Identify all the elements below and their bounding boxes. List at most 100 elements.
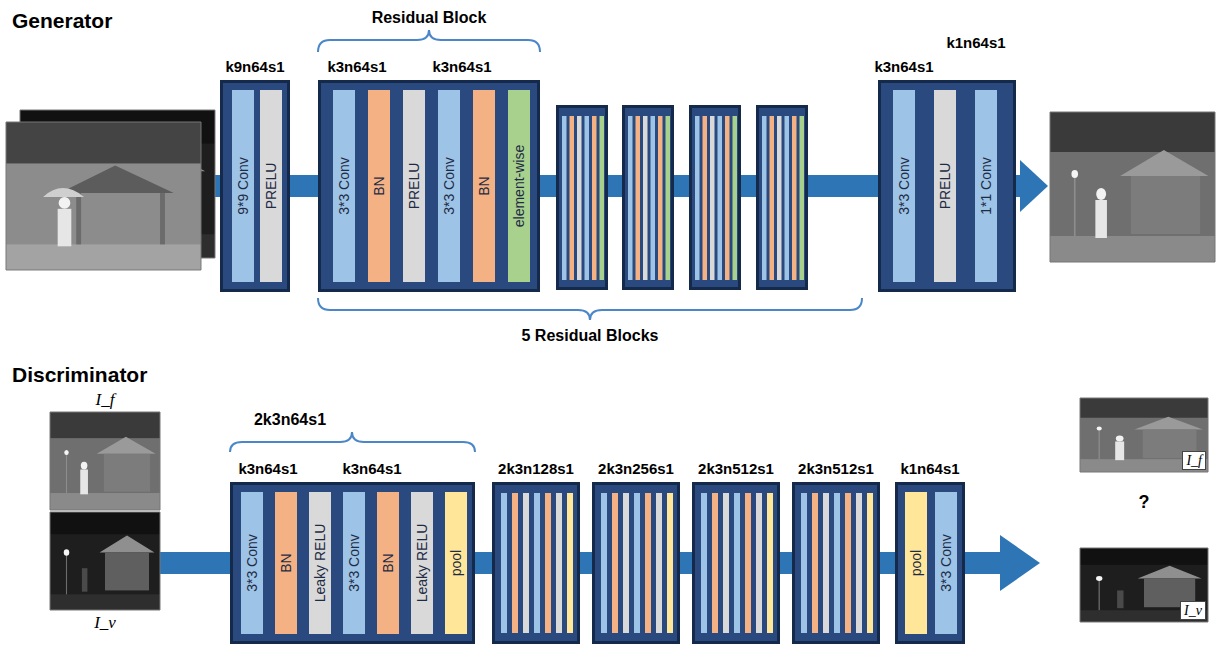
layer-stripe [777,116,782,280]
block-outline [624,107,673,289]
block-outline [758,107,807,289]
image-detail [1117,590,1123,608]
layer-name: 3*3 Conv [441,157,457,215]
layer-stripe [601,493,607,633]
layer-stripe [523,493,529,633]
block-parameter: 2k3n512s1 [698,460,774,478]
data-flow-pipe [475,552,492,574]
layer-stripe [800,116,805,280]
image-detail [97,437,156,454]
data-flow-pipe [580,552,592,574]
image-detail [1099,430,1100,460]
image-detail [1050,112,1215,152]
layer-name: PRELU [406,163,422,210]
layer-stripe [512,493,518,633]
layer-bar: 3*3 Conv [893,90,915,282]
question-mark: ? [1139,492,1150,513]
layer-bar: PRELU [403,90,425,282]
brace [230,432,475,452]
visible-image [1080,548,1208,622]
image-detail [1080,398,1208,472]
image-detail [1116,435,1124,441]
layer-bar: 3*3 Conv [935,492,957,634]
layer-stripe [667,493,673,633]
layer-stripe [812,493,818,633]
image-detail [1050,112,1215,262]
image-detail [50,412,160,510]
layer-name: PRELU [937,163,953,210]
layer-stripe [762,116,767,280]
layer-block: 2k3n128s1 [492,482,580,644]
layer-block: 3*3 ConvBNPRELU3*3 ConvBNelement-wisek3n… [318,80,540,292]
layer-bar: 3*3 Conv [343,492,365,634]
block-parameter: k1n64s1 [900,460,959,478]
block-parameter: 2k3n128s1 [498,460,574,478]
layer-stripe [534,493,540,633]
image-detail [50,512,160,534]
image-tag: I_f [1182,451,1206,470]
image-detail [1096,576,1102,581]
arrow-head [1000,535,1040,591]
image-detail [80,469,88,494]
layer-stripe [712,493,718,633]
layer-bar: pool [905,492,927,634]
layer-stripe [501,493,507,633]
layer-stripe [636,116,641,280]
image-detail [1096,188,1106,200]
image-detail [64,549,70,556]
layer-name: 3*3 Conv [938,534,954,592]
image-detail [105,553,149,591]
block-parameter: k3n64s1 [342,460,401,478]
image-detail [6,122,201,270]
layer-stripe [756,493,762,633]
layer-bar: 3*3 Conv [438,90,460,282]
brace-label: 2k3n64s1 [254,410,326,429]
layer-stripes [695,485,777,641]
image-detail [1080,548,1208,565]
layer-stripe [770,116,775,280]
image-detail [104,454,150,492]
image-detail [82,568,88,592]
arrow-head [1020,160,1048,212]
image-frame [50,512,160,610]
residual-block-mini [758,107,807,289]
layer-name: pool [448,550,464,576]
image-detail [50,594,160,610]
layer-name: BN [278,553,294,572]
image-detail [50,493,160,510]
layer-name: BN [371,176,387,195]
layer-bar: PRELU [260,90,282,282]
image-detail [160,193,165,244]
block-parameter: k9n64s1 [225,58,284,76]
layer-name: 1*1 Conv [978,157,994,215]
layer-name: BN [380,553,396,572]
image-detail [1138,566,1202,579]
layer-stripe [801,493,807,633]
layer-bar: Leaky RELU [309,492,331,634]
layer-stripe [725,116,730,280]
layer-stripe [867,493,873,633]
arrow-shaft [963,552,1003,574]
layer-stripes [795,485,877,641]
layer-name: 3*3 Conv [346,534,362,592]
layer-stripe [703,116,708,280]
image-detail [76,193,81,244]
layer-block: 2k3n256s1 [592,482,680,644]
section-title: Generator [12,8,112,33]
image-detail [1080,398,1208,418]
layer-name: 9*9 Conv [235,157,251,215]
image-detail [1131,176,1200,234]
layer-stripe [666,116,671,280]
layer-block: 2k3n512s1 [692,482,780,644]
image-detail [59,197,71,209]
layer-stripe [845,493,851,633]
layer-stripe [556,493,562,633]
image-detail [1115,441,1124,460]
layer-name: Leaky RELU [312,524,328,603]
layer-stripe [545,493,551,633]
layer-stripe [612,493,618,633]
layer-stripe [767,493,773,633]
block-parameter: k3n64s1 [874,58,933,76]
brace [318,30,540,52]
